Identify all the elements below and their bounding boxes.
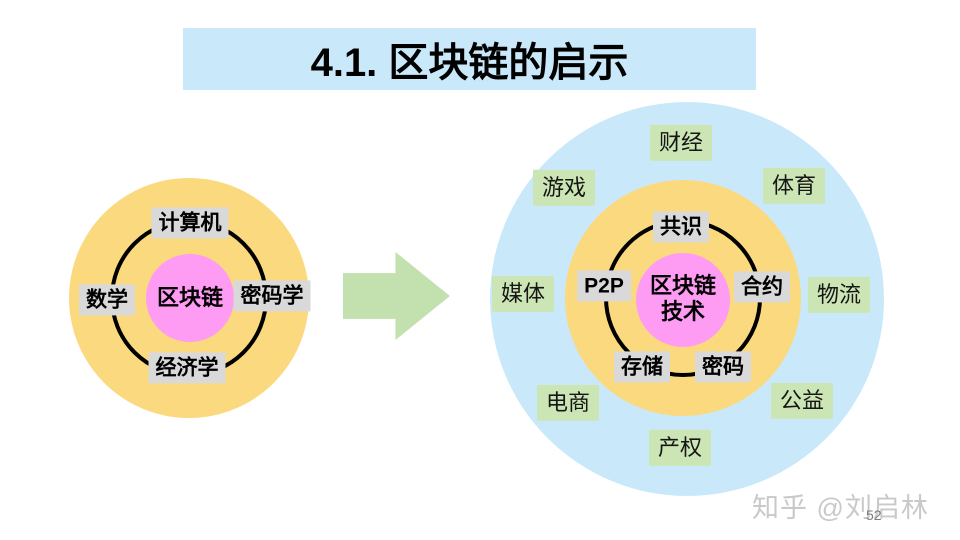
ring-label-economics: 经济学 [148, 352, 226, 384]
app-label-charity: 公益 [770, 382, 834, 420]
left-core-label: 区块链 [156, 285, 224, 311]
ring-label-computer: 计算机 [151, 207, 229, 239]
tech-label-crypto: 密码 [695, 351, 751, 383]
slide-title-bar: 4.1. 区块链的启示 [183, 28, 756, 90]
page-title: 4.1. 区块链的启示 [310, 41, 629, 85]
app-label-logistics: 物流 [807, 276, 871, 314]
left-core-circle [146, 254, 234, 342]
app-label-media: 媒体 [491, 275, 555, 313]
watermark: 知乎 @刘启林 [752, 493, 929, 523]
tech-label-contract: 合约 [734, 271, 790, 303]
app-label-ecommerce: 电商 [536, 384, 600, 422]
ring-label-cryptography: 密码学 [233, 280, 311, 312]
right-arrow-icon [343, 252, 450, 340]
right-core-label: 区块链 技术 [650, 273, 716, 325]
ring-label-math: 数学 [79, 284, 135, 316]
app-label-sports: 体育 [762, 167, 826, 205]
app-label-finance: 财经 [649, 124, 713, 162]
app-label-property: 产权 [648, 429, 712, 467]
right-core-circle [636, 253, 730, 347]
right-core-label-line2: 技术 [660, 299, 706, 324]
right-core-label-line1: 区块链 [649, 273, 717, 299]
page-number: 52 [866, 507, 882, 523]
tech-label-consensus: 共识 [653, 211, 709, 243]
tech-label-p2p: P2P [577, 270, 631, 302]
app-label-games: 游戏 [532, 169, 596, 207]
tech-label-storage: 存储 [614, 351, 670, 383]
